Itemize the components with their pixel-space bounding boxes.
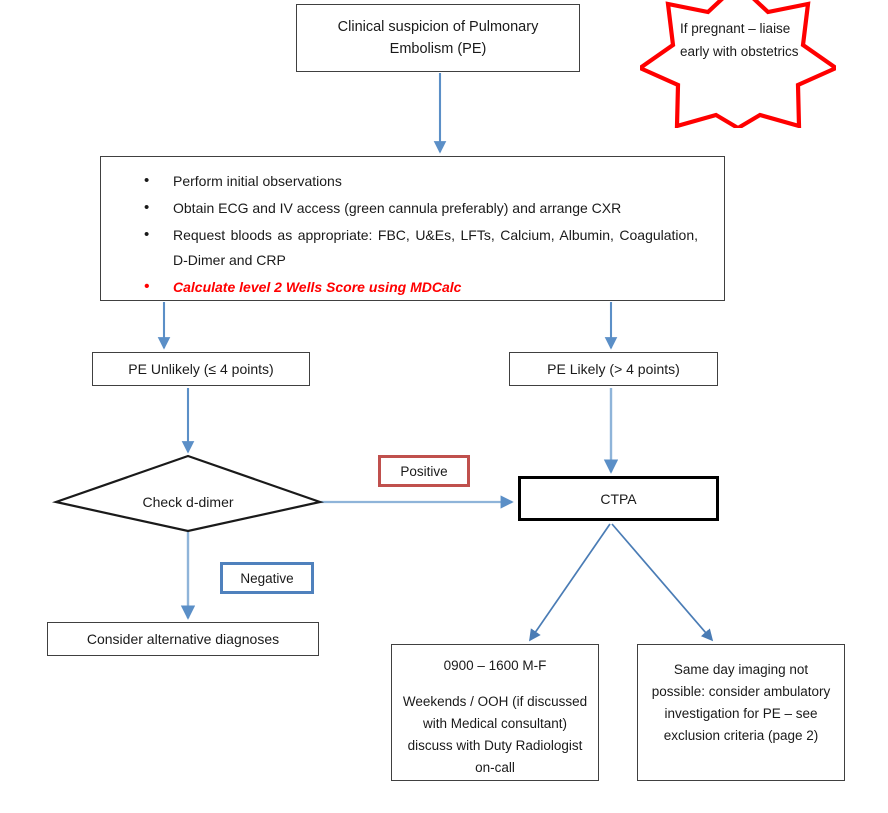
- pregnancy-callout-label: If pregnant – liaise early with obstetri…: [680, 21, 799, 59]
- node-pe-unlikely: PE Unlikely (≤ 4 points): [92, 352, 310, 386]
- node-pe-likely-label: PE Likely (> 4 points): [547, 361, 680, 377]
- label-negative: Negative: [220, 562, 314, 594]
- node-pe-unlikely-label: PE Unlikely (≤ 4 points): [128, 361, 274, 377]
- node-clinical-suspicion: Clinical suspicion of Pulmonary Embolism…: [296, 4, 580, 72]
- same-day-label: Same day imaging not possible: consider …: [651, 662, 831, 743]
- pregnancy-callout-star: [640, 0, 836, 128]
- arrow-ctpa-to-same-day: [611, 523, 714, 642]
- star-shape-icon: [640, 0, 836, 128]
- label-positive-text: Positive: [400, 463, 448, 479]
- node-initial-steps: Perform initial observations Obtain ECG …: [100, 156, 725, 301]
- node-consider-alternative-diagnoses: Consider alternative diagnoses: [47, 622, 319, 656]
- arrow-ctpa-to-in-hours: [529, 523, 611, 642]
- list-item-wells-score: Calculate level 2 Wells Score using MDCa…: [144, 274, 708, 300]
- initial-steps-list: Perform initial observations Obtain ECG …: [117, 168, 708, 300]
- list-item: Request bloods as appropriate: FBC, U&Es…: [144, 222, 708, 273]
- node-ctpa: CTPA: [518, 476, 719, 521]
- node-ctpa-label: CTPA: [600, 490, 637, 507]
- label-positive: Positive: [378, 455, 470, 487]
- list-item: Obtain ECG and IV access (green cannula …: [144, 195, 708, 221]
- in-hours-line-2: Weekends / OOH (if discussed with Medica…: [402, 694, 588, 775]
- node-clinical-suspicion-label: Clinical suspicion of Pulmonary Embolism…: [337, 19, 539, 57]
- list-item: Perform initial observations: [144, 168, 708, 194]
- node-check-ddimer-label: Check d-dimer: [142, 494, 234, 510]
- in-hours-line-1: 0900 – 1600 M-F: [443, 658, 547, 673]
- node-same-day-imaging-not-possible: Same day imaging not possible: consider …: [637, 644, 845, 781]
- node-in-hours-pathway: 0900 – 1600 M-F Weekends / OOH (if discu…: [391, 644, 599, 781]
- node-pe-likely: PE Likely (> 4 points): [509, 352, 718, 386]
- node-consider-alternative-diagnoses-label: Consider alternative diagnoses: [86, 631, 280, 647]
- label-negative-text: Negative: [240, 570, 294, 586]
- node-check-ddimer: Check d-dimer: [118, 488, 258, 516]
